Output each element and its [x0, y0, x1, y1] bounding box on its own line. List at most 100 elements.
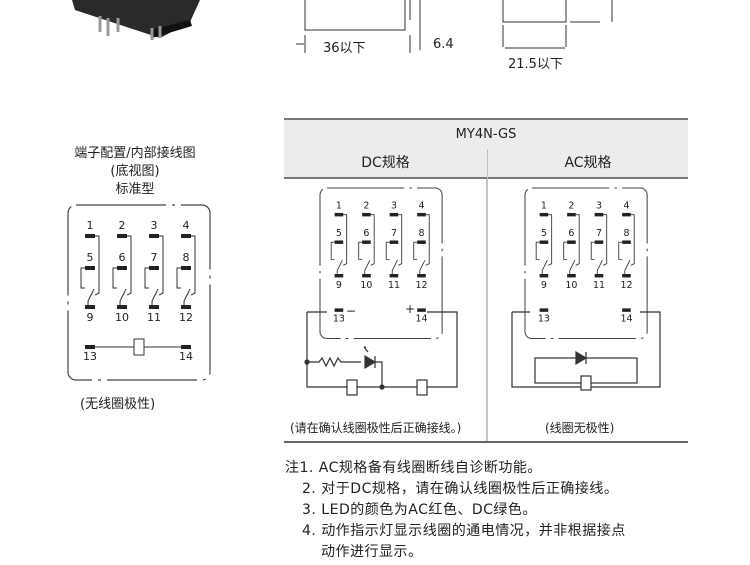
- contact-wire: [548, 214, 553, 266]
- contact-wire: [575, 214, 580, 266]
- note-4-cont: 动作进行显示。: [321, 544, 423, 560]
- terminal-number: 10: [360, 280, 372, 291]
- terminal-pad: [389, 212, 399, 217]
- contact-wire: [385, 241, 390, 260]
- terminal-outline: [67, 204, 211, 381]
- terminal-number: 10: [115, 311, 129, 324]
- contact-wire: [144, 267, 149, 289]
- terminal-pad: [417, 240, 426, 244]
- terminal-number: 11: [147, 311, 161, 324]
- terminal-number: 6: [119, 251, 126, 264]
- terminal-number: 9: [541, 280, 547, 291]
- terminal-pad: [149, 305, 159, 309]
- terminal-outline: [319, 187, 443, 340]
- note-4: 4. 动作指示灯显示线圈的通电情况，并非根据接点: [302, 523, 626, 539]
- terminal-outline: [524, 187, 648, 340]
- terminal-number: 8: [418, 228, 424, 239]
- terminal-pad: [594, 240, 604, 244]
- terminal-pad: [181, 234, 191, 238]
- terminal-number: 1: [336, 201, 342, 212]
- switch-contact: [624, 260, 631, 275]
- terminal-number: 5: [87, 251, 94, 264]
- terminal-pad: [417, 308, 426, 312]
- terminal-number: 4: [183, 219, 190, 232]
- terminal-pad: [389, 274, 399, 278]
- terminal-number: 13: [538, 313, 550, 324]
- contact-wire: [413, 241, 418, 260]
- terminal-pad: [149, 234, 159, 238]
- contact-wire: [358, 241, 363, 260]
- note-3: 3. LED的颜色为AC红色、DC绿色。: [302, 502, 537, 518]
- terminal-number: 6: [568, 228, 574, 239]
- terminal-number: 14: [179, 350, 193, 363]
- contact-wire: [176, 267, 181, 289]
- terminal-number: 3: [151, 219, 158, 232]
- terminal-number: 7: [151, 251, 158, 264]
- terminal-number: 7: [391, 228, 397, 239]
- terminal-number: 1: [541, 201, 547, 212]
- relay-photo: [72, 0, 200, 40]
- terminal-number: 10: [565, 280, 577, 291]
- terminal-pad: [334, 240, 344, 244]
- title-line: (底视图): [110, 164, 160, 179]
- terminal-pad: [149, 266, 159, 270]
- terminal-pad: [622, 240, 631, 244]
- dc-plus-sign: +: [405, 302, 416, 316]
- contact-wire: [398, 214, 403, 266]
- terminal-pad: [362, 212, 371, 217]
- terminal-pad: [362, 274, 371, 278]
- contact-wire: [112, 267, 117, 289]
- coil-symbol: [133, 338, 145, 356]
- dc-header: DC规格: [284, 149, 487, 179]
- contact-wire: [343, 214, 348, 266]
- switch-contact: [119, 288, 127, 305]
- left-caption: (无线圈极性): [80, 397, 156, 412]
- contact-wire: [425, 214, 430, 266]
- terminal-pad: [117, 305, 127, 309]
- contact-wire: [158, 235, 164, 296]
- terminal-number: 9: [336, 280, 342, 291]
- terminal-pad: [594, 212, 604, 217]
- gap-dimension: 6.4: [433, 37, 454, 52]
- contact-wire: [603, 214, 608, 266]
- terminal-number: 12: [415, 280, 427, 291]
- terminal-number: 14: [415, 313, 427, 324]
- switch-contact: [336, 260, 343, 275]
- switch-contact: [391, 260, 398, 275]
- switch-contact: [569, 260, 576, 275]
- terminal-pad: [334, 308, 344, 312]
- ac-header: AC规格: [488, 149, 688, 179]
- width-dimension: 21.5以下: [508, 57, 563, 72]
- length-dimension: 36以下: [323, 41, 366, 56]
- switch-contact: [87, 288, 95, 305]
- terminal-number: 12: [179, 311, 193, 324]
- terminal-pad: [85, 345, 95, 349]
- terminal-number: 3: [596, 201, 602, 212]
- dc-caption: (请在确认线圈极性后正确接线。): [290, 421, 462, 435]
- terminal-number: 8: [183, 251, 190, 264]
- terminal-number: 4: [418, 201, 424, 212]
- dimension-drawing: [296, 0, 613, 53]
- terminal-pad: [389, 240, 399, 244]
- contact-wire: [590, 241, 595, 260]
- terminal-pad: [594, 274, 604, 278]
- terminal-pad: [334, 212, 344, 217]
- contact-wire: [126, 235, 132, 296]
- terminal-pad: [181, 266, 191, 270]
- ac-caption: (线圈无极性): [545, 421, 615, 435]
- terminal-pad: [417, 274, 426, 278]
- terminal-pad: [567, 212, 576, 217]
- note-1: 注1. AC规格备有线圈断线自诊断功能。: [285, 460, 542, 476]
- contact-wire: [190, 235, 196, 296]
- switch-contact: [364, 260, 371, 275]
- terminal-pad: [85, 266, 95, 270]
- terminal-pad: [117, 266, 127, 270]
- terminal-pad: [85, 234, 95, 238]
- switch-contact: [596, 260, 603, 275]
- switch-contact: [151, 288, 159, 305]
- contact-wire: [80, 267, 85, 289]
- terminal-pad: [539, 212, 549, 217]
